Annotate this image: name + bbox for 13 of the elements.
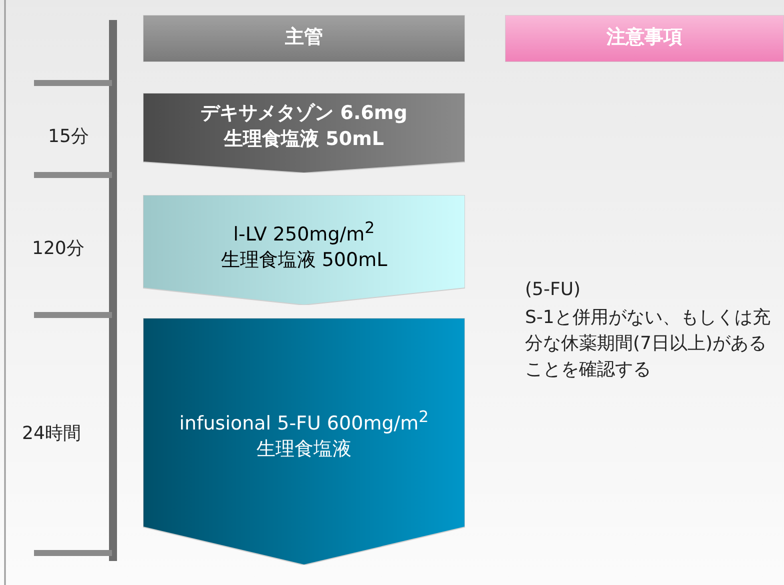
duration-label: 15分 (48, 125, 89, 149)
step-subtext: 生理食塩液 50mL (224, 126, 384, 152)
step-subtext: 生理食塩液 500mL (220, 248, 388, 273)
duration-label: 24時間 (22, 422, 81, 446)
step-text: l-LV 250mg/m$^{2}$ (233, 217, 375, 248)
note-heading: (5-FU) (525, 278, 582, 302)
step-text: 主管 (285, 25, 323, 50)
step-text: 注意事項 (606, 25, 682, 50)
duration-label: 120分 (32, 237, 84, 261)
step-subtext: 生理食塩液 (256, 436, 352, 462)
step-text: デキサメタゾン 6.6mg (200, 101, 408, 126)
note-text: S-1と併用がない、もしくは充分な休薬期間(7日以上)があることを確認する (525, 306, 772, 382)
step-text: infusional 5-FU 600mg/m$^{2}$ (179, 406, 429, 436)
